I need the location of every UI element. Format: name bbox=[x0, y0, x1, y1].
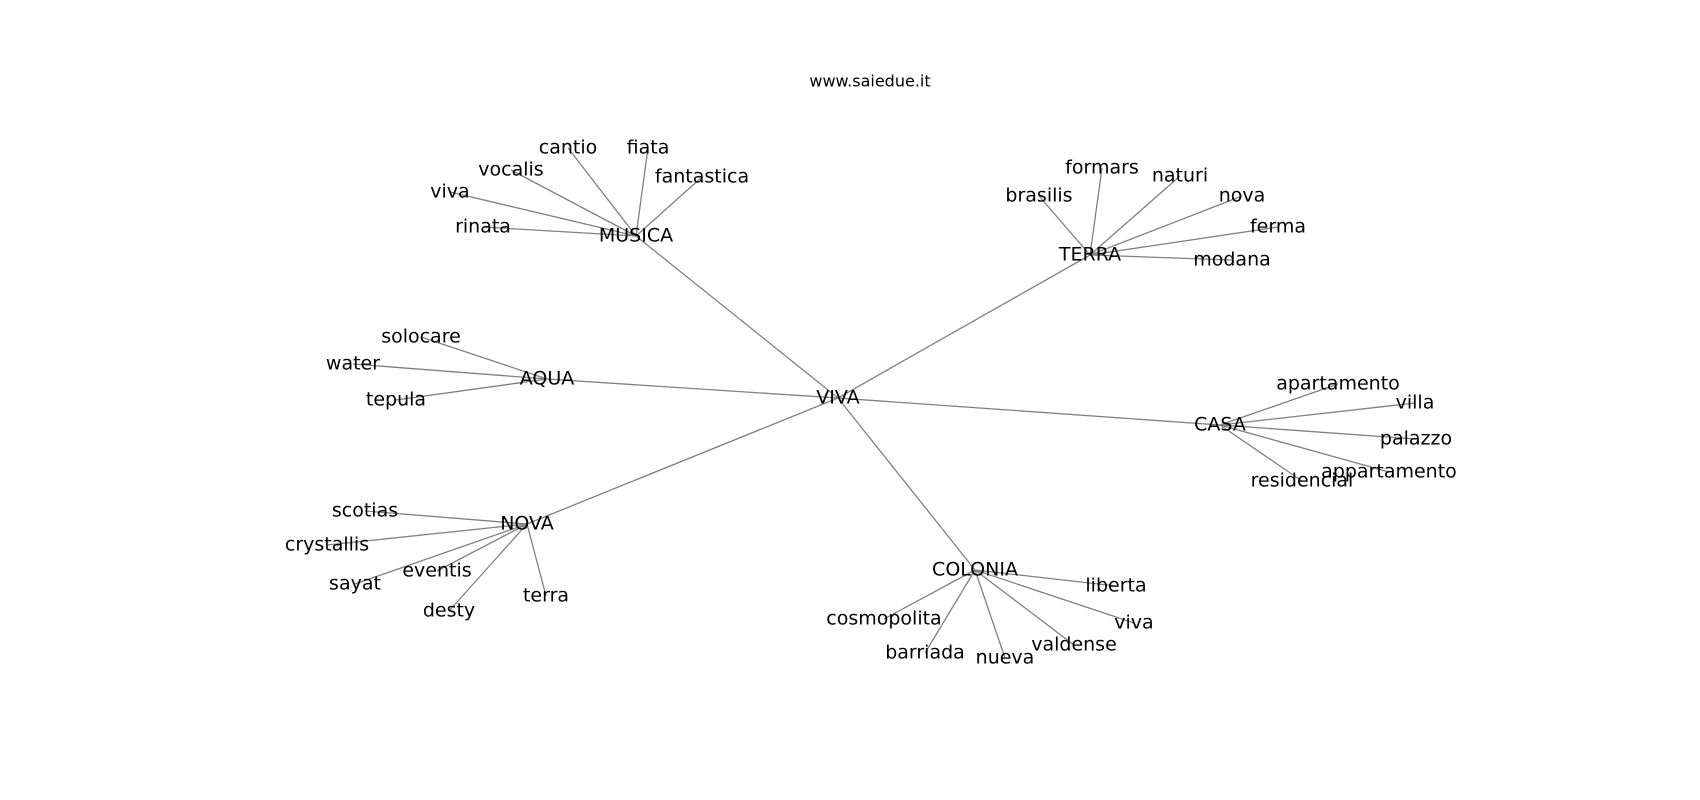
leaf-node-label-sayat: sayat bbox=[329, 573, 381, 595]
leaf-node-label-tepula: tepula bbox=[366, 389, 426, 411]
hub-node-label-colonia: COLONIA bbox=[932, 559, 1018, 581]
edge-casa-to-residencial bbox=[1219, 424, 1303, 482]
edge-casa-to-apartamento bbox=[1219, 383, 1339, 426]
hub-node-label-nova: NOVA bbox=[500, 513, 554, 535]
edge-musica-to-fiata bbox=[635, 147, 649, 237]
leaf-node-label-valdense: valdense bbox=[1031, 634, 1117, 656]
leaf-node-label-formars: formars bbox=[1065, 157, 1139, 179]
leaf-node-label-nueva: nueva bbox=[976, 647, 1035, 669]
leaf-node-label-rinata: rinata bbox=[455, 216, 511, 238]
edge-root-to-colonia bbox=[837, 397, 976, 571]
edge-colonia-to-liberta bbox=[974, 569, 1117, 587]
leaf-node-label-viva: viva bbox=[430, 181, 469, 203]
leaf-node-label-apartamento: apartamento bbox=[1276, 373, 1400, 395]
leaf-node-label-barriada: barriada bbox=[885, 642, 965, 664]
edge-root-to-nova bbox=[526, 397, 839, 525]
leaf-node-label-residencial: residencial bbox=[1251, 470, 1354, 492]
leaf-node-label-naturi: naturi bbox=[1152, 165, 1208, 187]
leaf-node-label-fiata: fiata bbox=[627, 137, 670, 159]
leaf-node-label-brasilis: brasilis bbox=[1005, 185, 1072, 207]
leaf-node-label-cantio: cantio bbox=[539, 137, 597, 159]
edge-colonia-to-barriada bbox=[924, 569, 976, 654]
leaf-node-label-terra: terra bbox=[523, 585, 569, 607]
leaf-node-label-fantastica: fantastica bbox=[655, 166, 749, 188]
leaf-node-label-modana: modana bbox=[1193, 249, 1271, 271]
edge-nova-to-scotias bbox=[364, 510, 528, 525]
edge-musica-to-rinata bbox=[482, 226, 637, 237]
edge-aqua-to-solocare bbox=[420, 336, 548, 380]
edge-musica-to-cantio bbox=[567, 147, 637, 237]
hub-node-label-aqua: AQUA bbox=[520, 368, 575, 390]
edge-casa-to-appartamento bbox=[1219, 424, 1390, 473]
edge-colonia-to-cosmopolita bbox=[883, 569, 976, 620]
edge-nova-to-sayat bbox=[354, 523, 528, 585]
edge-terra-to-nova bbox=[1089, 195, 1243, 256]
edge-musica-to-vocalis bbox=[510, 169, 637, 237]
edge-musica-to-fantastica bbox=[635, 176, 703, 237]
diagram-title: www.saiedue.it bbox=[809, 72, 930, 91]
edge-terra-to-ferma bbox=[1089, 226, 1279, 256]
leaf-node-label-cosmopolita: cosmopolita bbox=[826, 608, 941, 630]
edge-colonia-to-viva bbox=[974, 569, 1135, 624]
leaf-node-label-solocare: solocare bbox=[381, 326, 461, 348]
leaf-node-label-desty: desty bbox=[423, 600, 475, 622]
labels-layer: VIVA MUSICA cantio fiata vocalis fantastica vi… bbox=[285, 137, 1457, 669]
edge-musica-to-viva bbox=[449, 191, 637, 237]
leaf-node-label-vocalis: vocalis bbox=[478, 159, 543, 181]
hub-node-label-casa: CASA bbox=[1194, 414, 1246, 436]
edge-casa-to-palazzo bbox=[1219, 424, 1417, 440]
edge-aqua-to-water bbox=[352, 363, 548, 380]
edge-terra-to-formars bbox=[1089, 167, 1103, 256]
leaf-node-label-crystallis: crystallis bbox=[285, 534, 369, 556]
edge-nova-to-eventis bbox=[436, 523, 528, 572]
leaf-node-label-appartamento: appartamento bbox=[1321, 461, 1457, 483]
leaf-node-label-villa: villa bbox=[1396, 392, 1435, 414]
leaf-node-label-liberta: liberta bbox=[1085, 575, 1146, 597]
edges-layer bbox=[326, 147, 1417, 659]
edge-root-to-terra bbox=[837, 254, 1091, 399]
edge-root-to-casa bbox=[837, 397, 1221, 426]
edge-nova-to-terra bbox=[526, 523, 547, 597]
leaf-node-label-viva: viva bbox=[1114, 612, 1153, 634]
edge-aqua-to-tepula bbox=[395, 378, 548, 401]
edge-colonia-to-valdense bbox=[974, 569, 1075, 646]
hub-node-label-musica: MUSICA bbox=[599, 225, 673, 247]
leaf-node-label-palazzo: palazzo bbox=[1380, 428, 1452, 450]
leaf-node-label-ferma: ferma bbox=[1250, 216, 1306, 238]
edge-terra-to-naturi bbox=[1089, 175, 1181, 256]
edge-casa-to-villa bbox=[1219, 402, 1416, 426]
hub-node-label-terra: TERRA bbox=[1058, 244, 1121, 266]
leaf-node-label-nova: nova bbox=[1219, 185, 1266, 207]
leaf-node-label-eventis: eventis bbox=[402, 560, 471, 582]
leaf-node-label-water: water bbox=[326, 353, 380, 375]
edge-root-to-aqua bbox=[546, 378, 839, 399]
leaf-node-label-scotias: scotias bbox=[332, 500, 398, 522]
edge-terra-to-modana bbox=[1089, 254, 1233, 261]
edge-colonia-to-nueva bbox=[974, 569, 1006, 659]
edge-nova-to-crystallis bbox=[326, 523, 528, 546]
root-node-label: VIVA bbox=[816, 387, 859, 409]
edge-terra-to-brasilis bbox=[1038, 195, 1091, 256]
edge-nova-to-desty bbox=[448, 523, 528, 612]
edge-root-to-musica bbox=[635, 235, 839, 399]
